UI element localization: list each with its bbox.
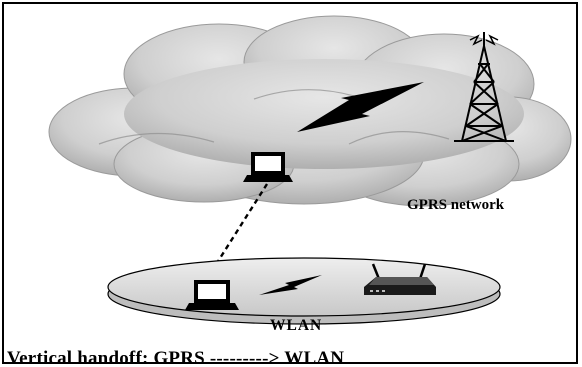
wlan-label: WLAN <box>270 317 323 334</box>
lightning-bolt-icon <box>297 82 424 132</box>
cell-tower-icon <box>454 32 514 142</box>
diagram-canvas <box>48 15 572 325</box>
gprs-cloud <box>48 15 572 207</box>
gprs-network-label: GPRS network <box>407 197 505 213</box>
caption: Vertical handoff: GPRS ---------> WLAN <box>7 348 345 364</box>
wlan-disc <box>107 257 501 325</box>
wlan-lightning-bolt-icon <box>259 275 322 295</box>
diagram-frame: GPRS network WLAN Vertical handoff: GPRS… <box>2 2 578 364</box>
laptop-icon <box>243 152 293 182</box>
wlan-laptop-icon <box>185 280 239 310</box>
wireless-router-icon <box>364 263 436 295</box>
cloud-shading <box>98 89 450 145</box>
